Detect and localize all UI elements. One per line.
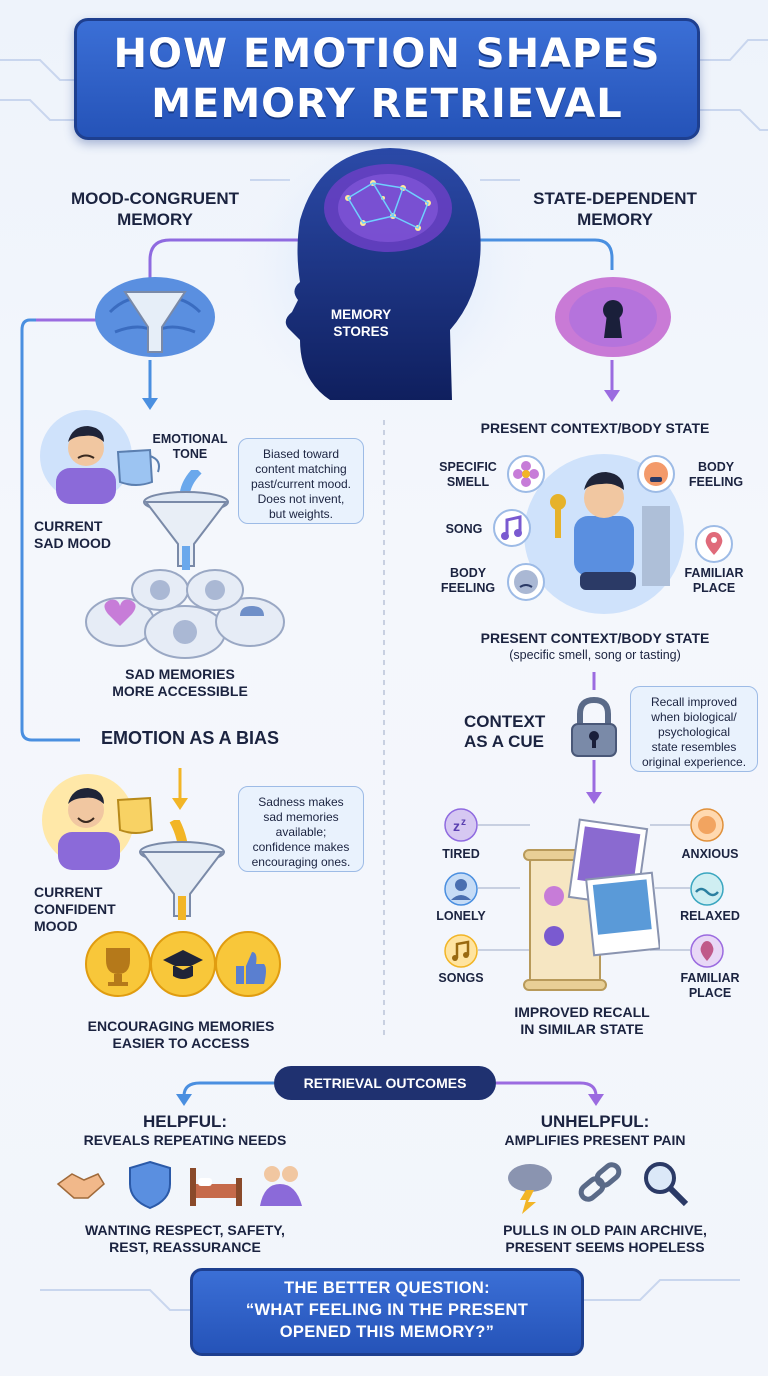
confidence-note: Sadness makes sad memories available; co…: [238, 786, 364, 872]
state-anxious: ANXIOUS: [681, 847, 739, 861]
mood-congruent-heading: MOOD-CONGRUENT MEMORY: [70, 189, 240, 229]
bed-icon: [190, 1168, 242, 1206]
state-tired: TIRED: [442, 847, 480, 861]
rain-cloud-icon: [240, 606, 264, 616]
state-dependent-heading: STATE-DEPENDENT MEMORY: [533, 189, 697, 229]
music-small-icon: [544, 926, 564, 946]
padlock-icon: [571, 696, 617, 757]
magnifier-icon: [644, 1162, 689, 1207]
helpful-caption: WANTING RESPECT, SAFETY, REST, REASSURAN…: [85, 1222, 285, 1255]
graduation-cap-icon: [163, 950, 203, 979]
context-caption: PRESENT CONTEXT/BODY STATE (specific sme…: [480, 630, 710, 662]
funnel-brain-icon: [95, 277, 215, 357]
cue-body-feeling-right: BODY FEELING: [688, 460, 744, 489]
memory-stores-label: MEMORY STORES: [330, 307, 392, 339]
location-pin-small-icon: [690, 934, 724, 968]
cue-body-feeling-left: BODY FEELING: [440, 566, 496, 595]
state-familiar-place: FAMILIAR PLACE: [680, 971, 740, 1000]
gold-pitcher-icon: [116, 796, 154, 834]
recall-note: Recall improved when biological/ psychol…: [630, 686, 758, 772]
thumbs-up-icon: [236, 952, 266, 984]
seated-person-scene: [524, 454, 684, 614]
cue-familiar-place: FAMILIAR PLACE: [684, 566, 744, 595]
state-songs: SONGS: [438, 971, 484, 985]
key-icon: [550, 494, 566, 538]
flower-icon: [507, 455, 545, 493]
cue-song: SONG: [445, 522, 483, 536]
funnel-icon: [143, 470, 229, 570]
context-heading: PRESENT CONTEXT/BODY STATE: [480, 420, 710, 436]
sad-face-icon: [507, 563, 545, 601]
water-pitcher-icon: [116, 448, 160, 486]
unhelpful-icons: [508, 1162, 689, 1214]
keyhole-brain-icon: [555, 277, 671, 357]
emotional-tone-label: EMOTIONAL TONE: [152, 432, 228, 461]
sleep-icon: z z: [444, 808, 478, 842]
unhelpful-caption: PULLS IN OLD PAIN ARCHIVE, PRESENT SEEMS…: [503, 1222, 707, 1255]
title-line-2: MEMORY RETRIEVAL: [151, 81, 623, 127]
music-note-small-icon: [444, 934, 478, 968]
achievement-badges: [85, 931, 281, 997]
state-relaxed: RELAXED: [680, 909, 740, 923]
wave-icon: [690, 872, 724, 906]
sad-person-icon: [40, 410, 132, 504]
sad-memories-label: SAD MEMORIES MORE ACCESSIBLE: [112, 666, 248, 699]
context-cue-heading: CONTEXT AS A CUE: [464, 712, 546, 751]
shield-icon: [129, 1160, 171, 1210]
unhelpful-heading: UNHELPFUL: AMPLIFIES PRESENT PAIN: [504, 1112, 686, 1148]
gold-funnel-icon: [139, 820, 225, 920]
storm-cloud-icon: [508, 1164, 552, 1214]
title-line-1: HOW EMOTION SHAPES: [113, 31, 661, 77]
mood-bias-note: Biased toward content matching past/curr…: [238, 438, 364, 524]
chain-icon: [578, 1162, 622, 1202]
sad-clouds-icon: [85, 569, 285, 659]
memory-scroll-photos: [523, 818, 660, 991]
photo-icon: [567, 818, 660, 957]
person-icon: [444, 872, 478, 906]
flower-small-icon: [544, 886, 564, 906]
retrieval-outcomes-pill: RETRIEVAL OUTCOMES: [274, 1066, 496, 1100]
helpful-heading: HELPFUL: REVEALS REPEATING NEEDS: [83, 1112, 287, 1148]
sad-face-icon: [150, 580, 170, 600]
encouraging-memories-label: ENCOURAGING MEMORIES EASIER TO ACCESS: [87, 1018, 275, 1051]
svg-text:z: z: [461, 817, 466, 828]
improved-recall-label: IMPROVED RECALL IN SIMILAR STATE: [514, 1004, 650, 1037]
glowing-brain-icon: [324, 164, 452, 252]
title-banner: HOW EMOTION SHAPES MEMORY RETRIEVAL: [74, 18, 700, 140]
anxious-face-icon: [690, 808, 724, 842]
handshake-icon: [56, 1173, 105, 1199]
cue-specific-smell: SPECIFIC SMELL: [439, 460, 497, 489]
broken-heart-icon: [104, 599, 136, 626]
current-confident-label: CURRENT CONFIDENT MOOD: [34, 884, 116, 934]
state-lonely: LONELY: [436, 909, 486, 923]
helpful-icons: [56, 1160, 302, 1210]
music-note-icon: [493, 509, 531, 547]
confident-person-icon: [42, 774, 134, 870]
location-pin-icon: [695, 525, 733, 563]
svg-text:z: z: [453, 818, 460, 834]
better-question-banner: THE BETTER QUESTION: “WHAT FEELING IN TH…: [190, 1268, 584, 1356]
current-sad-mood-label: CURRENT SAD MOOD: [34, 518, 111, 551]
emotion-bias-heading: EMOTION AS A BIAS: [100, 728, 279, 748]
hug-icon: [260, 1166, 302, 1206]
distressed-face-icon: [637, 455, 675, 493]
trophy-icon: [106, 948, 130, 986]
